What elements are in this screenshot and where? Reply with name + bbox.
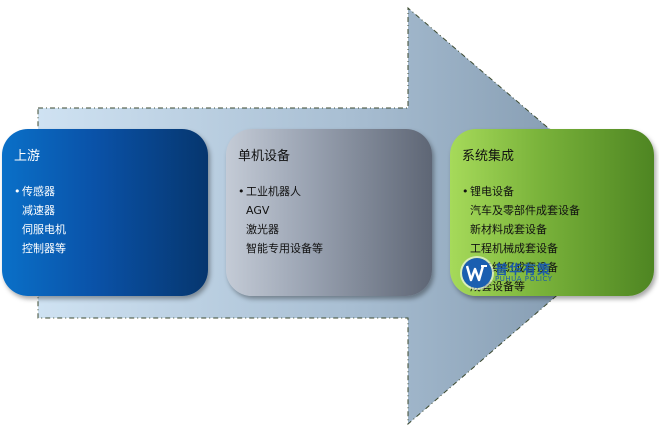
list-item: 智能专用设备等 <box>246 242 323 255</box>
system-integration-stage-box: 系统集成 •锂电设备 汽车及零部件成套设备 新材料成套设备 工程机械成套设备 轻… <box>450 129 654 296</box>
bullet-icon: • <box>14 185 21 198</box>
list-item: 新材料成套设备 <box>470 223 547 236</box>
system-list: •锂电设备 汽车及零部件成套设备 新材料成套设备 工程机械成套设备 轻工纺织成套… <box>462 182 654 296</box>
list-item: 激光器 <box>246 223 279 236</box>
list-item: •传感器 <box>14 182 208 201</box>
list-item: 减速器 <box>22 204 55 217</box>
list-item: 工程机械成套设备 <box>470 242 558 255</box>
list-item: 汽车及零部件成套设备 <box>470 204 580 217</box>
upstream-title: 上游 <box>14 149 41 164</box>
list-item: •工业机器人 <box>238 182 432 201</box>
list-item: AGV <box>246 204 270 217</box>
equipment-stage-box: 单机设备 •工业机器人 AGV 激光器 智能专用设备等 <box>226 129 432 296</box>
list-item: •锂电设备 <box>462 182 654 201</box>
watermark-logo-icon <box>462 258 492 288</box>
list-item: 轻工纺织成套设备 <box>470 261 558 274</box>
equipment-title: 单机设备 <box>238 149 291 164</box>
list-item: 伺服电机 <box>22 223 66 236</box>
upstream-stage-box: 上游 •传感器 减速器 伺服电机 控制器等 <box>2 129 208 296</box>
upstream-list: •传感器 减速器 伺服电机 控制器等 <box>14 182 208 258</box>
watermark: 普华有策 PUHUA POLICY <box>462 258 572 288</box>
list-item: 控制器等 <box>22 242 66 255</box>
watermark-subtitle: PUHUA POLICY <box>495 275 553 283</box>
watermark-name: 普华有策 <box>495 263 552 278</box>
equipment-list: •工业机器人 AGV 激光器 智能专用设备等 <box>238 182 432 258</box>
bullet-icon: • <box>238 185 245 198</box>
system-title: 系统集成 <box>462 149 515 164</box>
bullet-icon: • <box>462 185 469 198</box>
